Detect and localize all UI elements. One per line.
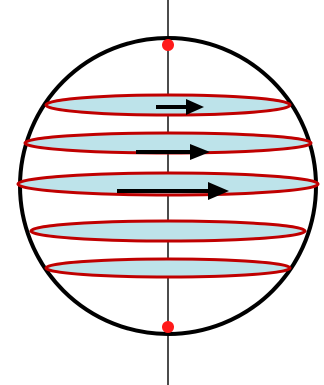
south-pole-dot [162,321,174,333]
layer-4 [31,221,305,241]
north-pole-dot [162,39,174,51]
layer-5 [46,259,290,277]
